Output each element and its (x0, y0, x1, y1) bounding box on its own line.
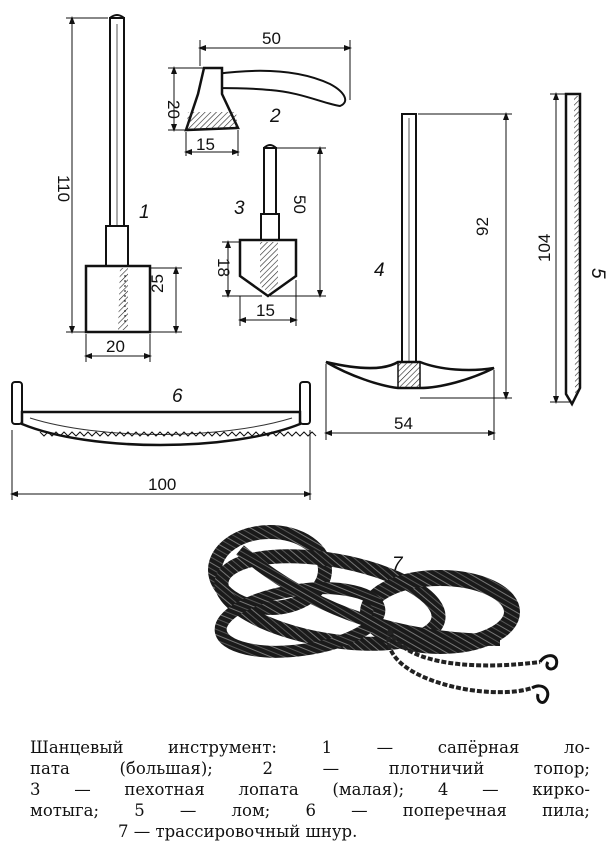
pickaxe-dimensions (324, 112, 512, 440)
dim-shovel-large-height: 110 (54, 175, 73, 202)
dim-shovel-small-blade-width: 15 (256, 301, 275, 320)
caption-line: Шанцевый инструмент: 1 — сапёрная ло- (30, 738, 590, 757)
item-number-2: 2 (269, 106, 281, 127)
large-shovel-drawing (84, 14, 152, 334)
caption-line: мотыга; 5 — лом; 6 — поперечная пила; (30, 801, 590, 820)
axe-drawing (184, 66, 347, 132)
caption-line: 7 — трассировочный шнур. (118, 822, 358, 841)
item-number-1: 1 (139, 202, 150, 223)
item-number-3: 3 (234, 198, 245, 219)
saw-drawing (11, 381, 317, 447)
dim-shovel-large-blade-height: 25 (148, 274, 167, 293)
caption-line: пата (большая); 2 — плотничий топор; (30, 759, 590, 778)
dim-saw-length: 100 (148, 475, 176, 494)
dim-pickaxe-height: 92 (473, 217, 492, 236)
dim-pickaxe-width: 54 (394, 414, 413, 433)
axe-dimensions (168, 40, 352, 156)
caption-line: 3 — пехотная лопата (малая); 4 — кирко- (30, 780, 590, 799)
dim-axe-head-width: 15 (196, 135, 215, 154)
dim-shovel-small-blade-height: 18 (214, 258, 233, 277)
dim-shovel-large-blade-width: 20 (106, 337, 125, 356)
entrenching-tools-illustration: 110 25 20 1 50 20 15 2 (10, 14, 608, 704)
dim-shovel-small-height: 50 (290, 195, 309, 214)
saw-dimensions (10, 430, 312, 500)
item-number-5: 5 (587, 268, 608, 279)
crowbar-drawing (564, 92, 582, 407)
small-shovel-dimensions (222, 146, 326, 326)
large-shovel-dimensions (66, 16, 182, 362)
dim-axe-length: 50 (262, 29, 281, 48)
item-number-6: 6 (172, 386, 183, 407)
dim-crowbar-length: 104 (535, 234, 554, 262)
tracing-cord-drawing (208, 525, 559, 704)
item-number-4: 4 (374, 260, 385, 281)
item-number-7: 7 (392, 554, 404, 575)
figure-caption: Шанцевый инструмент: 1 — сапёрная ло- па… (30, 737, 590, 842)
crowbar-dimensions (550, 92, 570, 404)
pickaxe-drawing (325, 113, 495, 390)
small-shovel-drawing (238, 144, 298, 298)
dim-axe-head-height: 20 (164, 100, 183, 119)
